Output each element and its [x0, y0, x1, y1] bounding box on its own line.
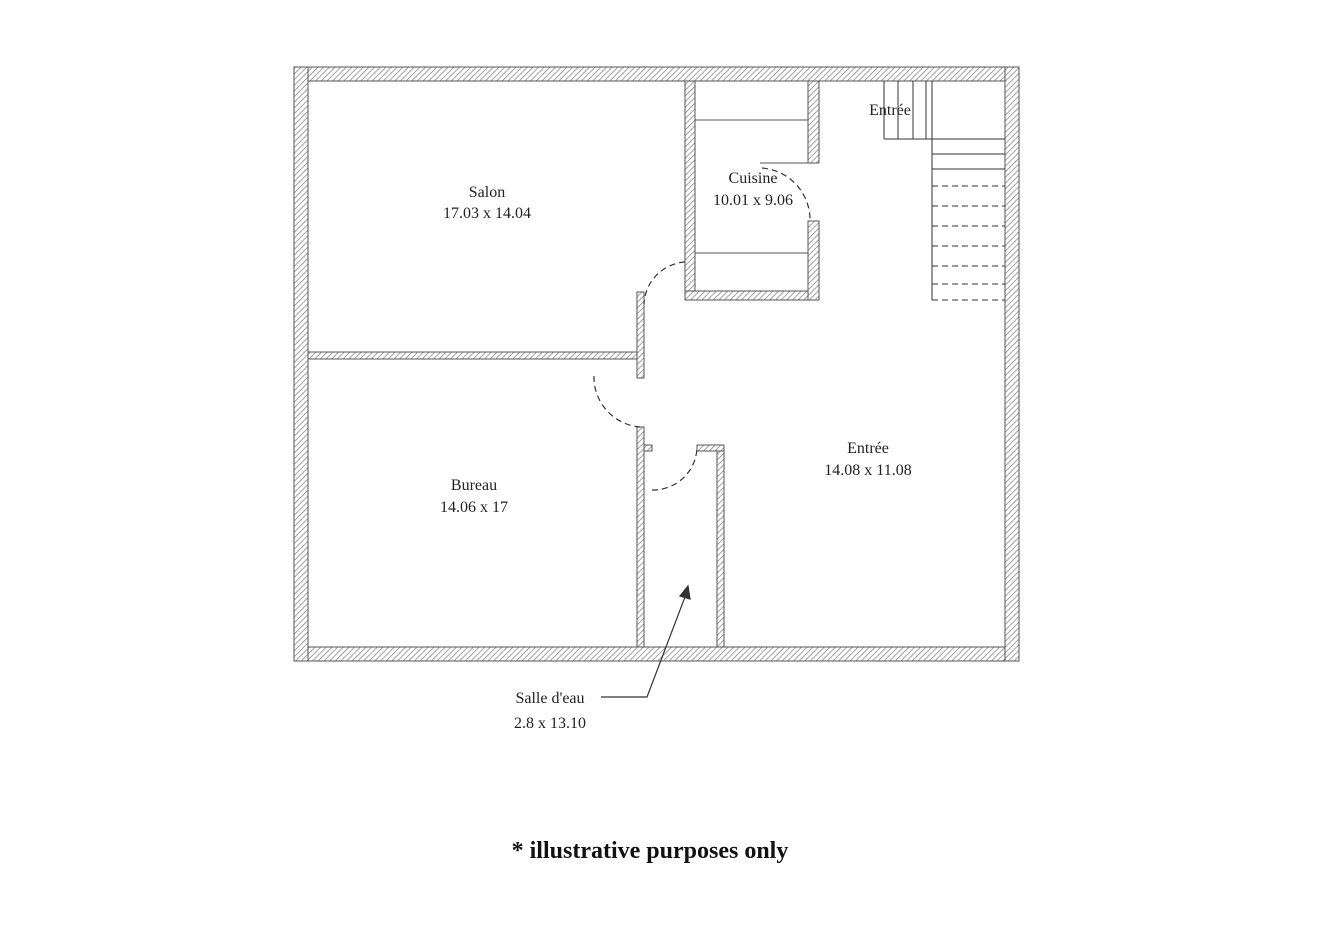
wall-salon-bureau: [307, 351, 645, 360]
kitchen-counters: [695, 119, 808, 254]
room-name-bureau: Bureau: [451, 477, 497, 494]
room-dims-bureau: 14.06 x 17: [440, 499, 508, 516]
room-dims-cuisine: 10.01 x 9.06: [713, 192, 793, 209]
wall-left: [293, 66, 309, 662]
wall-right: [1004, 66, 1020, 662]
room-name-entree-top: Entrée: [869, 102, 911, 119]
room-dims-entree: 14.08 x 11.08: [824, 462, 911, 479]
room-name-salle-deau: Salle d'eau: [515, 690, 584, 707]
room-name-cuisine: Cuisine: [729, 170, 778, 187]
door-salle-deau: [651, 447, 698, 491]
door-bureau: [593, 375, 641, 428]
wall-salle-top-stub: [696, 444, 725, 452]
wall-salle-jamb: [643, 444, 653, 452]
wall-cuisine-bottom: [684, 290, 820, 301]
room-dims-salon: 17.03 x 14.04: [443, 205, 531, 222]
entrance-steps: [883, 81, 932, 140]
salle-deau-leader: [601, 584, 691, 698]
wall-top: [293, 66, 1020, 82]
staircase: [931, 81, 1005, 301]
wall-cuisine-right-lower: [807, 220, 820, 301]
wall-salon-right: [636, 291, 645, 379]
door-salon: [643, 261, 686, 305]
outer-walls: [293, 66, 1020, 662]
wall-bureau-right: [636, 426, 645, 648]
room-dims-salle-deau: 2.8 x 13.10: [514, 715, 586, 732]
interior-walls: [307, 80, 820, 648]
wall-cuisine-right-upper: [807, 80, 820, 164]
disclaimer-note: * illustrative purposes only: [511, 838, 789, 864]
wall-bottom: [293, 646, 1020, 662]
wall-cuisine-left: [684, 80, 696, 301]
wall-salle-right: [716, 444, 725, 648]
doors: [593, 167, 811, 491]
room-name-entree: Entrée: [847, 440, 889, 457]
room-name-salon: Salon: [469, 184, 505, 201]
